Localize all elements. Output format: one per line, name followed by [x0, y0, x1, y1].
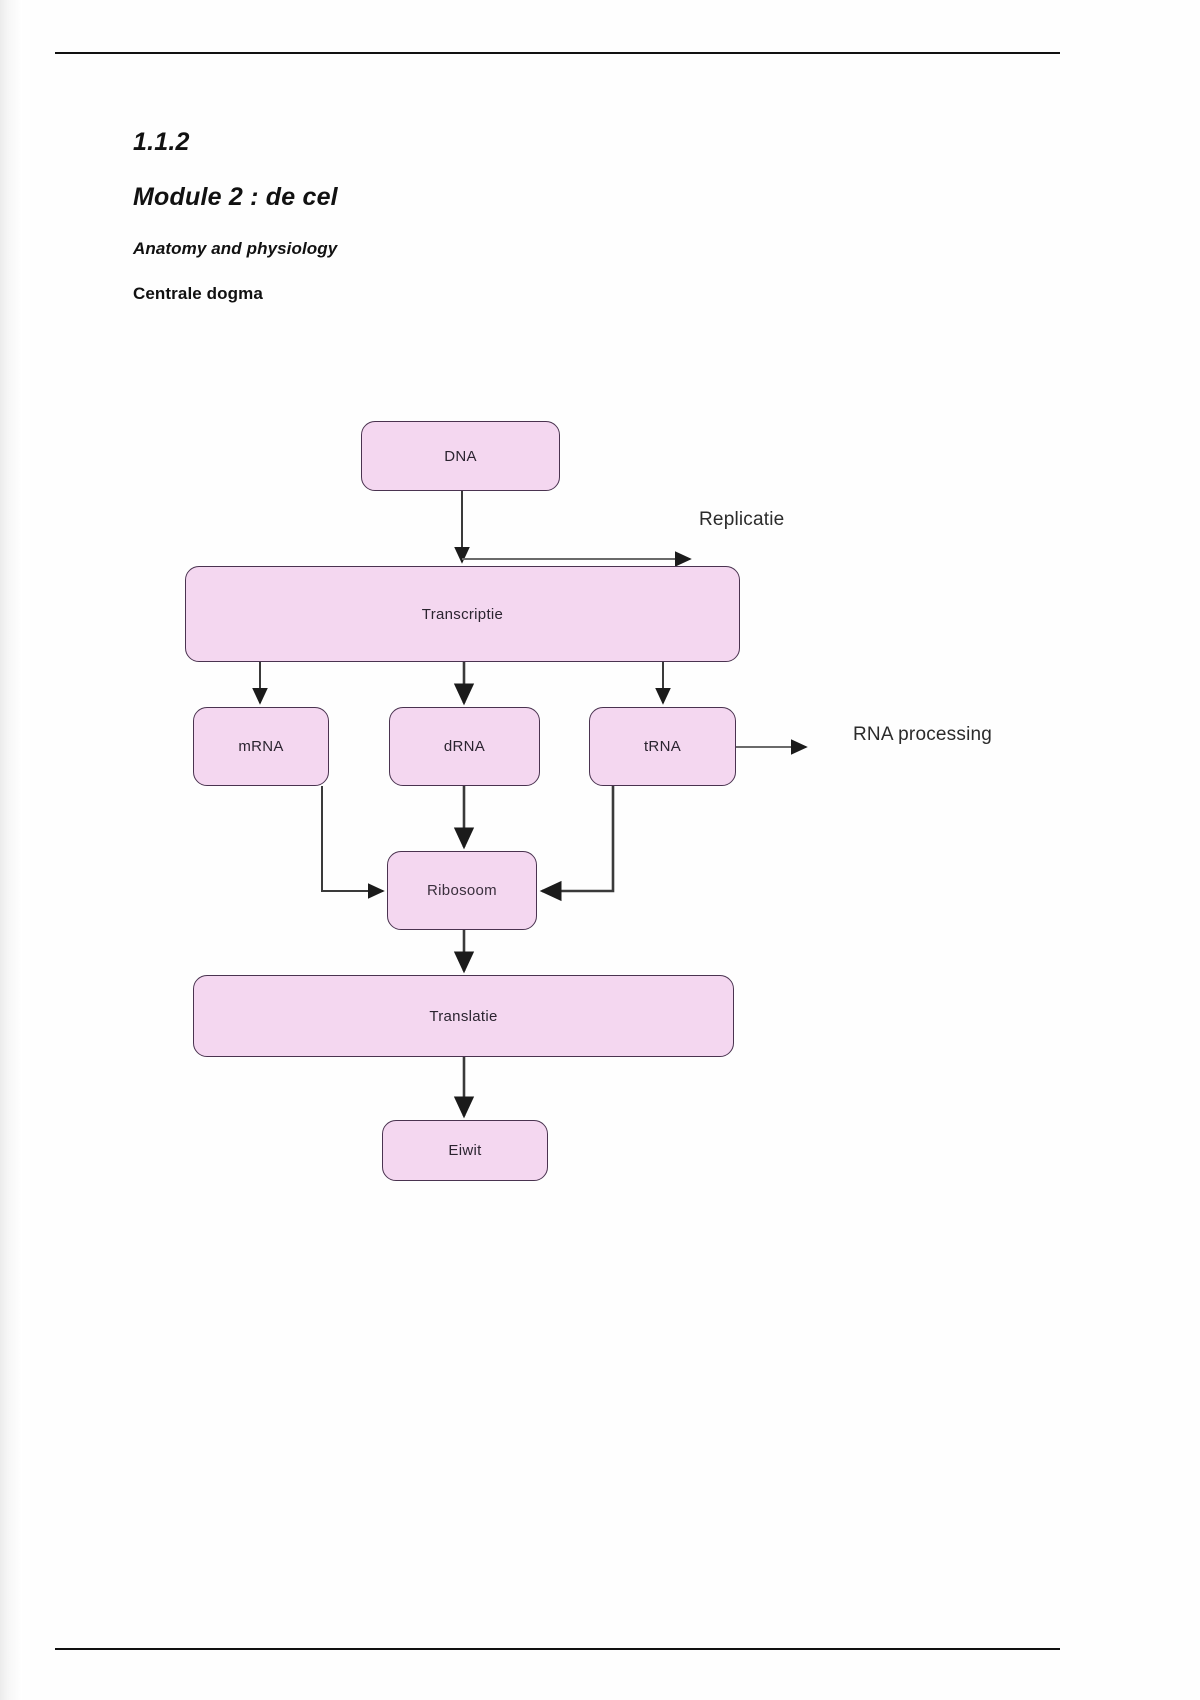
- node-dna-label: DNA: [444, 447, 477, 465]
- node-translatie-label: Translatie: [429, 1007, 498, 1025]
- edge-mrna-ribosoom: [321, 786, 385, 899]
- page-edge-shading: [0, 0, 22, 1700]
- node-trna-label: tRNA: [643, 738, 682, 755]
- node-eiwit[interactable]: Eiwit: [382, 1120, 548, 1181]
- header-rule: [55, 52, 1060, 54]
- footer-rule: [55, 1648, 1060, 1650]
- node-drna[interactable]: dRNA: [389, 707, 540, 786]
- node-dna[interactable]: DNA: [361, 421, 560, 491]
- node-ribosoom-label: Ribosoom: [427, 882, 497, 899]
- label-replicatie: Replicatie: [699, 509, 785, 530]
- node-trna[interactable]: tRNA: [589, 707, 736, 786]
- page-title: Module 2 : de cel: [133, 183, 338, 211]
- node-mrna[interactable]: mRNA: [193, 707, 329, 786]
- node-drna-label: dRNA: [443, 738, 486, 755]
- page-subtitle: Anatomy and physiology: [133, 239, 338, 258]
- node-translatie[interactable]: Translatie: [193, 975, 734, 1057]
- section-number: 1.1.2: [133, 128, 190, 156]
- node-transcriptie[interactable]: Transcriptie: [185, 566, 740, 662]
- node-mrna-label: mRNA: [238, 738, 284, 755]
- node-eiwit-label: Eiwit: [448, 1142, 482, 1159]
- edge-trna-ribosoom: [539, 786, 615, 902]
- node-ribosoom[interactable]: Ribosoom: [387, 851, 537, 930]
- label-rna-processing: RNA processing: [853, 724, 993, 745]
- node-transcriptie-label: Transcriptie: [421, 605, 504, 623]
- topic-heading: Centrale dogma: [133, 284, 263, 303]
- heading-block: 1.1.2 Module 2 : de cel Anatomy and phys…: [133, 128, 833, 303]
